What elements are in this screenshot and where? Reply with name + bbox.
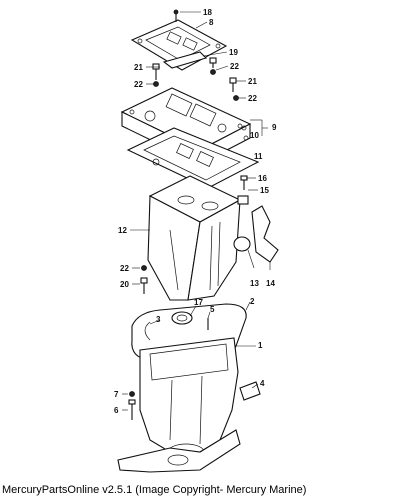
part-seal-strip [144, 321, 151, 341]
part-driveshaft-housing [147, 175, 242, 301]
part-small-bracket [162, 51, 208, 69]
callout-11: 11 [254, 152, 263, 161]
callout-12: 12 [118, 226, 127, 235]
callout-3: 3 [156, 315, 161, 324]
callout-2: 2 [250, 297, 255, 306]
leader-lines [122, 11, 271, 411]
callout-21b: 21 [248, 77, 257, 86]
callout-18: 18 [203, 8, 212, 17]
callout-20: 20 [120, 280, 129, 289]
callout-7: 7 [114, 390, 119, 399]
part-anode-plate [239, 381, 261, 401]
callout-6: 6 [114, 406, 119, 415]
callout-22b: 22 [134, 80, 143, 89]
callout-15: 15 [260, 186, 269, 195]
callout-16: 16 [258, 174, 267, 183]
callout-22d: 22 [120, 264, 129, 273]
part-seal-ring [171, 311, 193, 325]
part-side-bolt [237, 175, 249, 205]
callout-4: 4 [260, 379, 265, 388]
callout-8: 8 [209, 18, 214, 27]
image-caption: MercuryPartsOnline v2.5.1 (Image Copyrig… [2, 484, 307, 496]
part-lower-bolts [128, 391, 136, 420]
part-dowel-pins [241, 125, 249, 141]
callout-1: 1 [258, 341, 263, 350]
callout-9: 9 [272, 123, 277, 132]
callout-17: 17 [194, 298, 203, 307]
part-round-plug [233, 236, 251, 252]
part-lower-left-bolt [140, 265, 148, 294]
part-side-bracket [251, 205, 279, 263]
callout-22c: 22 [248, 94, 257, 103]
part-top-bolt [173, 9, 179, 22]
part-lower-housing [117, 337, 241, 473]
exploded-parts-diagram: 18 8 19 21 22 22 21 22 9 10 11 16 15 12 … [114, 8, 279, 473]
callout-10: 10 [250, 131, 259, 140]
callout-13: 13 [250, 279, 259, 288]
callout-22a: 22 [230, 62, 239, 71]
callout-21a: 21 [134, 63, 143, 72]
callout-5: 5 [210, 305, 215, 314]
callout-19: 19 [229, 48, 238, 57]
callout-14: 14 [266, 279, 275, 288]
part-gasket [126, 127, 260, 189]
